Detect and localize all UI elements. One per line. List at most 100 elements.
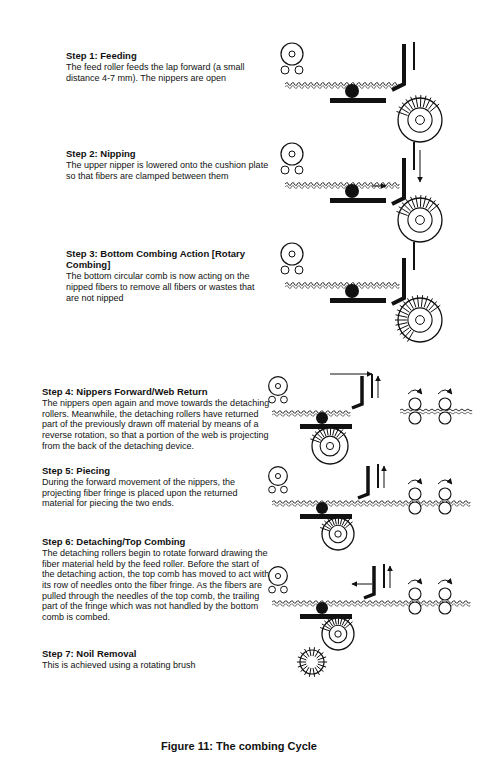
rotation-arrow xyxy=(408,580,422,584)
cushion-plate xyxy=(330,298,386,303)
brush-bristle xyxy=(313,647,315,656)
comb-needle xyxy=(338,515,339,524)
step-illustration xyxy=(269,374,472,464)
detaching-roller xyxy=(439,502,451,514)
comb-needle xyxy=(430,104,439,112)
lap-roller xyxy=(281,396,288,403)
motion-arrow xyxy=(384,466,385,488)
rotation-arrow xyxy=(438,580,452,584)
detaching-roller xyxy=(439,412,451,424)
motion-arrow xyxy=(330,374,372,375)
fiber-web xyxy=(272,601,470,604)
comb-needle xyxy=(335,615,337,624)
fiber-web xyxy=(285,83,399,86)
lap-roll xyxy=(269,467,288,486)
lap-roller xyxy=(281,166,289,174)
detaching-roller xyxy=(439,488,451,500)
figure-caption: Figure 11: The combing Cycle xyxy=(40,740,438,753)
comb-needle xyxy=(322,427,326,436)
feed-roller xyxy=(345,84,359,98)
comb-needle xyxy=(408,298,414,308)
comb-needle xyxy=(411,197,415,208)
lap-core xyxy=(289,251,295,257)
fiber-web xyxy=(400,409,472,411)
brush-bristle xyxy=(318,662,327,663)
comb-hub xyxy=(408,108,432,132)
lap-core xyxy=(275,383,280,388)
brush-bristle xyxy=(318,664,326,667)
feed-roller xyxy=(316,602,328,614)
comb-needle xyxy=(340,616,342,625)
rotation-arrow xyxy=(438,480,452,484)
comb-hub xyxy=(320,436,340,456)
lap-roller xyxy=(295,266,303,274)
brush-bristle xyxy=(315,667,320,675)
rotation-arrow xyxy=(408,480,422,484)
lap-core xyxy=(275,473,280,478)
comb-hub xyxy=(408,208,432,232)
lap-core xyxy=(289,51,295,57)
feed-roller xyxy=(345,284,359,298)
comb-needle xyxy=(424,296,428,307)
detaching-roller xyxy=(409,412,421,424)
cushion-plate xyxy=(330,198,386,203)
comb-needle xyxy=(421,295,422,307)
comb-needle xyxy=(396,323,408,325)
rotation-arrow xyxy=(438,390,452,394)
comb-needle xyxy=(345,522,352,528)
fiber-web xyxy=(285,286,399,289)
detaching-roller xyxy=(409,488,421,500)
comb-needle xyxy=(330,425,331,435)
top-comb xyxy=(413,42,415,70)
step-illustration xyxy=(281,242,442,342)
step-heading: Step 6: Detaching/Top Combing xyxy=(42,536,270,547)
lap-roll xyxy=(269,377,288,396)
brush-bristle xyxy=(297,662,306,663)
feed-roller xyxy=(345,184,359,198)
fiber-web xyxy=(272,501,470,504)
upper-nipper xyxy=(392,258,404,304)
comb-hub xyxy=(408,308,432,332)
lap-roller xyxy=(281,586,288,593)
circular-comb xyxy=(398,98,442,142)
step-illustration xyxy=(281,142,442,242)
top-comb xyxy=(383,564,385,588)
step-description: The upper nipper is lowered onto the cus… xyxy=(66,160,271,181)
comb-needle xyxy=(340,516,342,525)
step-description: This is achieved using a rotating brush xyxy=(42,660,270,671)
comb-shaft xyxy=(326,442,333,449)
comb-hub xyxy=(329,525,347,543)
comb-needle xyxy=(412,296,416,307)
brush-bristle xyxy=(318,657,326,660)
motion-arrow xyxy=(378,376,379,398)
cushion-plate xyxy=(300,514,352,519)
lap-roller xyxy=(269,396,276,403)
detaching-roller xyxy=(439,398,451,410)
comb-needle xyxy=(423,196,426,207)
lap-roller xyxy=(281,66,289,74)
upper-nipper xyxy=(392,44,404,90)
comb-needle xyxy=(406,99,413,109)
comb-needle xyxy=(416,195,418,207)
feed-roller xyxy=(316,502,328,514)
lap-roller xyxy=(269,586,276,593)
motion-arrow xyxy=(390,566,391,588)
brush-bristle xyxy=(317,652,324,658)
comb-needle xyxy=(406,199,413,209)
fiber-web xyxy=(272,414,350,417)
comb-needle xyxy=(326,425,328,435)
detaching-roller xyxy=(409,502,421,514)
comb-needle xyxy=(420,195,421,207)
top-comb xyxy=(413,142,415,170)
comb-needle xyxy=(411,97,415,108)
comb-needle xyxy=(420,95,421,107)
comb-needle xyxy=(431,305,441,312)
comb-needle xyxy=(335,515,337,524)
brush-bristle xyxy=(309,647,311,656)
comb-shaft xyxy=(416,116,425,125)
step-heading: Step 2: Nipping xyxy=(66,148,271,159)
comb-needle xyxy=(397,211,408,215)
comb-needle xyxy=(331,616,335,625)
comb-needle xyxy=(396,315,408,317)
brush-bristle xyxy=(298,657,306,660)
